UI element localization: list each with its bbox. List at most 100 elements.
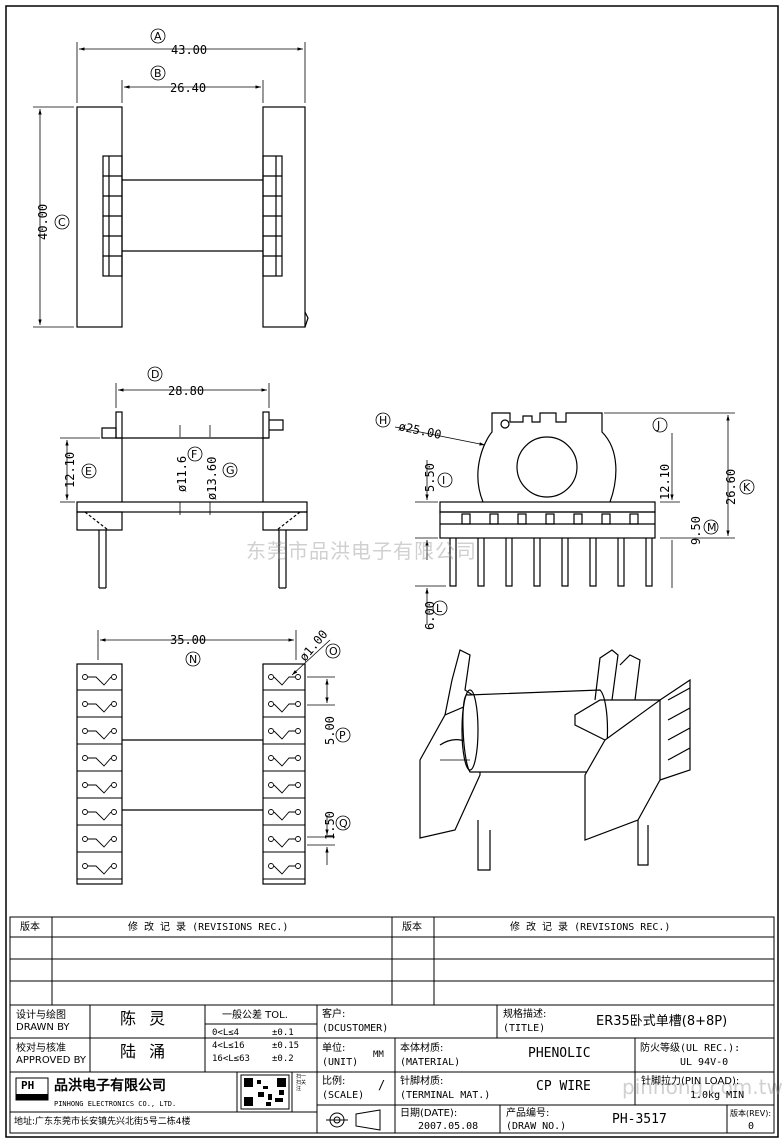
dim-i-letter: I (442, 474, 445, 487)
drawn-by-name: 陈 灵 (120, 1009, 170, 1028)
terminal-label-en: (TERMINAL MAT.) (400, 1090, 491, 1101)
pin-trace (88, 865, 112, 875)
pin-trace (88, 784, 112, 794)
pin-left (111, 836, 117, 842)
dim-o-letter: O (329, 645, 338, 658)
side-view-dimensions (60, 366, 270, 503)
date-label: 日期(DATE): (400, 1108, 458, 1119)
dim-m-value: 9.50 (689, 516, 703, 545)
bottom-view-dimensions (97, 630, 351, 865)
terminal-label-cn: 针脚材质: (400, 1076, 444, 1087)
pin-trace (88, 703, 112, 713)
dim-h-letter: H (379, 414, 387, 427)
dim-n-value: 35.00 (170, 633, 206, 647)
dim-p-letter: P (339, 729, 346, 742)
drawn-by-label-cn: 设计与绘图 (16, 1010, 66, 1021)
tolerance-value-3: ±0.2 (272, 1054, 294, 1064)
company-name-en: PINHONG ELECTRONICS CO., LTD. (54, 1100, 177, 1108)
pin-left (82, 782, 88, 788)
pin-trace (273, 811, 295, 821)
watermark-url: pinhong.com.tw (622, 1075, 783, 1099)
pin-left (111, 809, 117, 815)
unit-label-cn: 单位: (322, 1043, 346, 1054)
pin-left (111, 755, 117, 761)
draw-no-label-cn: 产品编号: (506, 1108, 550, 1119)
title-label-cn: 规格描述: (503, 1009, 547, 1020)
rev-header-left: 版本 (20, 922, 40, 933)
ul-label: 防火等级(UL REC.): (640, 1043, 741, 1054)
side-view (76, 411, 308, 589)
pin-right (268, 836, 274, 842)
approved-by-label-cn: 校对与核准 (16, 1043, 66, 1054)
pin-left (82, 836, 88, 842)
pin-trace (273, 865, 295, 875)
pin-left (82, 863, 88, 869)
dim-e-value: 12.10 (63, 452, 77, 488)
material-label-cn: 本体材质: (400, 1043, 444, 1054)
date-value: 2007.05.08 (418, 1121, 479, 1132)
pin-trace (88, 757, 112, 767)
drawn-by-label-en: DRAWN BY (16, 1022, 70, 1033)
front-view-dimensions (33, 28, 306, 328)
material-value: PHENOLIC (528, 1046, 591, 1061)
pin-trace (273, 676, 295, 686)
scale-label-cn: 比例: (322, 1076, 346, 1087)
pin-left (82, 674, 88, 680)
pin-right (295, 782, 301, 788)
pin-right (268, 701, 274, 707)
scale-value: / (378, 1078, 386, 1092)
pin-right (295, 863, 301, 869)
dim-c-value: 40.00 (36, 204, 50, 240)
tolerance-title: 一般公差 TOL. (222, 1010, 288, 1021)
pin-trace (88, 838, 112, 848)
unit-value: MM (373, 1050, 384, 1060)
dim-d-letter: D (151, 368, 159, 381)
pin-right (268, 728, 274, 734)
rev-record-header-right: 修 改 记 录 (REVISIONS REC.) (510, 922, 671, 933)
rev-header-right: 版本 (402, 922, 422, 933)
pin-trace (88, 730, 112, 740)
dim-e-letter: E (85, 465, 92, 478)
product-title: ER35卧式单槽(8+8P) (596, 1014, 728, 1029)
material-label-en: (MATERIAL) (400, 1057, 461, 1068)
dim-b-letter: B (154, 67, 162, 80)
pin-right (268, 809, 274, 815)
ul-value: UL 94V-0 (680, 1057, 729, 1068)
dim-a-value: 43.00 (171, 43, 207, 57)
pin-right (268, 755, 274, 761)
watermark-text: 东莞市品洪电子有限公司 (246, 539, 477, 563)
dim-a-letter: A (154, 30, 162, 43)
title-label-en: (TITLE) (503, 1023, 546, 1034)
tolerance-range-3: 16<L≤63 (212, 1054, 250, 1064)
pin-right (295, 836, 301, 842)
pin-rows (77, 674, 305, 880)
qr-code (240, 1074, 290, 1110)
dim-f-letter: F (191, 448, 197, 461)
dim-p-value: 5.00 (323, 716, 337, 745)
pin-trace (273, 703, 295, 713)
pin-right (295, 674, 301, 680)
scale-label-en: (SCALE) (322, 1090, 365, 1101)
company-logo-text: PH (21, 1079, 35, 1092)
draw-no-label-en: (DRAW NO.) (506, 1121, 567, 1132)
pin-right (295, 701, 301, 707)
pin-right (268, 782, 274, 788)
dim-n-letter: N (189, 653, 197, 666)
customer-label-en: (DCUSTOMER) (322, 1023, 389, 1034)
bottom-view (76, 663, 306, 885)
unit-label-en: (UNIT) (322, 1057, 359, 1068)
isometric-view (419, 649, 691, 871)
approved-by-label-en: APPROVED BY (16, 1055, 87, 1066)
pin-right (295, 809, 301, 815)
pin-left (82, 809, 88, 815)
customer-label-cn: 客户: (322, 1009, 346, 1020)
dim-q-value: 1.50 (323, 811, 337, 840)
dim-q-letter: Q (339, 817, 348, 830)
pin-trace (88, 676, 112, 686)
dim-i-value: 5.50 (423, 463, 437, 492)
rev-record-header-left: 修 改 记 录 (REVISIONS REC.) (128, 922, 289, 933)
dim-j-value: 12.10 (658, 464, 672, 500)
qr-caption: 扫一扫关注 (296, 1074, 307, 1092)
